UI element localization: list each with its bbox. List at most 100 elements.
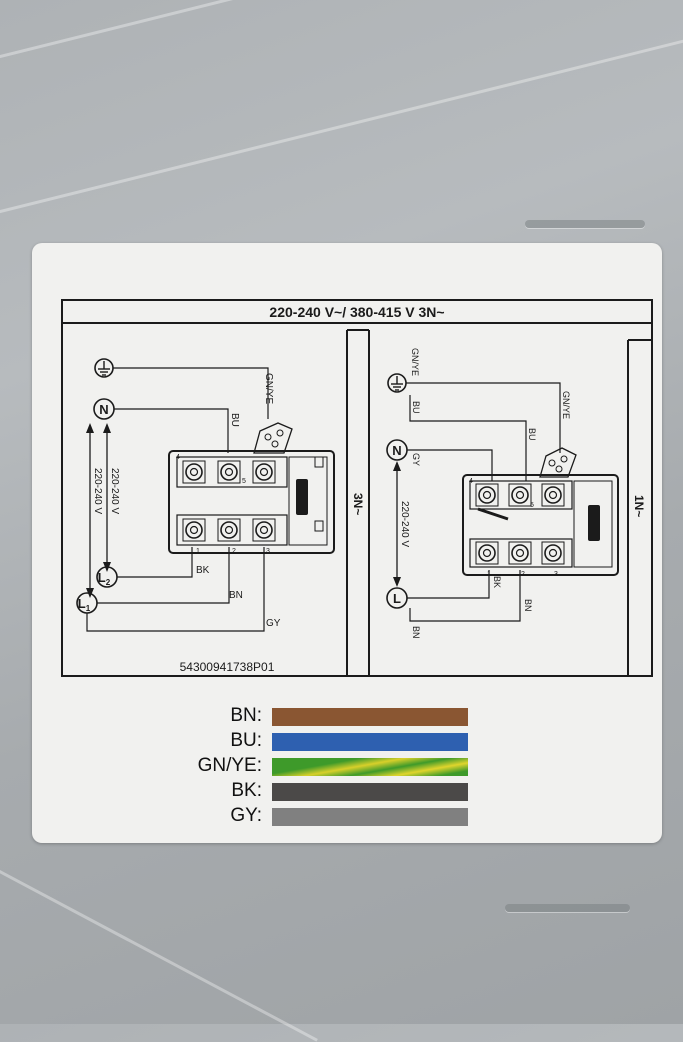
legend-swatch-grey <box>272 808 468 826</box>
right-block-num-3: 3 <box>554 571 558 578</box>
right-wire-bu-left: BU <box>411 401 421 414</box>
earth-icon <box>98 361 110 376</box>
wiring-diagram: 220-240 V~/ 380-415 V 3N~ 3N~ 1N~ GN/YE … <box>61 299 653 677</box>
legend-swatch-green-yellow <box>272 758 468 776</box>
screw-terminal <box>475 541 499 565</box>
left-diagram: GN/YE N BU L2 BK L1 BN GY <box>76 358 335 674</box>
left-screw-terminals <box>182 460 276 542</box>
screw-head-icon <box>544 544 562 562</box>
screw-terminal <box>182 460 206 484</box>
screw-terminal <box>541 483 565 507</box>
legend-code: GN/YE: <box>197 755 262 776</box>
screw-head-icon <box>185 463 203 481</box>
screw-head-icon <box>478 486 496 504</box>
left-l1-terminal: L1 <box>78 596 91 613</box>
legend-row-gnye: GN/YE: <box>32 755 662 777</box>
screw-terminal <box>217 518 241 542</box>
screw-terminal <box>182 518 206 542</box>
panel-crease <box>0 0 683 63</box>
right-wire-bk: BK <box>492 576 502 588</box>
right-block-num-4: 4 <box>469 478 473 485</box>
right-wire-bu: BU <box>527 428 537 441</box>
panel-slot <box>525 220 645 228</box>
legend-row-gy: GY: <box>32 805 662 827</box>
screw-head-icon <box>544 486 562 504</box>
left-block-num-5: 5 <box>242 478 246 485</box>
screw-head-icon <box>511 486 529 504</box>
left-block-num-2: 2 <box>232 548 236 555</box>
left-l2-terminal: L2 <box>98 570 111 587</box>
legend-code: GY: <box>230 805 262 826</box>
screw-center-icon <box>259 467 269 477</box>
legend-swatch-brown <box>272 708 468 726</box>
legend-row-bn: BN: <box>32 705 662 727</box>
right-wire-bn-bottom: BN <box>411 626 421 639</box>
legend-code: BN: <box>230 705 262 726</box>
screw-center-icon <box>189 467 199 477</box>
screw-center-icon <box>548 490 558 500</box>
screw-terminal <box>252 518 276 542</box>
screw-center-icon <box>515 548 525 558</box>
right-screw-terminals <box>475 483 565 565</box>
legend-swatch-blue <box>272 733 468 751</box>
left-voltage-b: 220-240 V <box>92 468 103 514</box>
screw-center-icon <box>482 548 492 558</box>
screw-center-icon <box>224 525 234 535</box>
right-wire-bn: BN <box>523 599 533 612</box>
wiring-label-sticker: 220-240 V~/ 380-415 V 3N~ 3N~ 1N~ GN/YE … <box>32 243 662 843</box>
left-earth-wire-label: GN/YE <box>263 373 274 404</box>
screw-head-icon <box>185 521 203 539</box>
left-wire-bn: BN <box>229 590 243 601</box>
panel-slot <box>505 904 630 912</box>
screw-terminal <box>508 483 532 507</box>
legend-code: BK: <box>231 780 262 801</box>
left-mode-label: 3N~ <box>351 493 365 515</box>
screw-head-icon <box>220 463 238 481</box>
screw-terminal <box>475 483 499 507</box>
earth-icon <box>391 376 403 391</box>
screw-head-icon <box>255 521 273 539</box>
right-diagram: GN/YE GN/YE BU BU N GY 220-240 V <box>386 348 619 639</box>
left-block-num-4: 4 <box>176 454 180 461</box>
screw-center-icon <box>189 525 199 535</box>
right-neutral-terminal: N <box>392 443 401 458</box>
screw-terminal <box>508 541 532 565</box>
header-voltage: 220-240 V~/ 380-415 V 3N~ <box>269 304 444 320</box>
screw-terminal <box>217 460 241 484</box>
left-block-num-3: 3 <box>266 548 270 555</box>
screw-center-icon <box>259 525 269 535</box>
panel-crease <box>0 31 683 218</box>
right-terminal-block <box>462 447 619 576</box>
left-wire-bk: BK <box>196 565 210 576</box>
right-block-num-2: 2 <box>521 571 525 578</box>
legend-code: BU: <box>230 730 262 751</box>
screw-center-icon <box>548 548 558 558</box>
right-earth-wire-side: GN/YE <box>561 391 571 419</box>
screw-center-icon <box>224 467 234 477</box>
screw-head-icon <box>478 544 496 562</box>
left-terminal-block <box>168 422 335 554</box>
left-block-num-1: 1 <box>196 548 200 555</box>
left-voltage-a: 220-240 V <box>109 468 120 514</box>
left-wire-bu: BU <box>229 413 240 427</box>
right-voltage: 220-240 V <box>399 501 410 547</box>
part-number: 54300941738P01 <box>180 660 275 674</box>
screw-center-icon <box>482 490 492 500</box>
right-earth-wire-top: GN/YE <box>410 348 420 376</box>
panel-crease <box>0 870 318 1042</box>
right-wire-gy: GY <box>411 453 421 466</box>
legend-row-bk: BK: <box>32 780 662 802</box>
right-block-num-5: 5 <box>530 502 534 509</box>
right-block-num-1: 1 <box>487 571 491 578</box>
screw-head-icon <box>511 544 529 562</box>
screw-center-icon <box>515 490 525 500</box>
right-line-terminal: L <box>393 591 401 606</box>
screw-terminal <box>541 541 565 565</box>
left-wire-gy: GY <box>266 618 281 629</box>
screw-head-icon <box>255 463 273 481</box>
screw-head-icon <box>220 521 238 539</box>
right-mode-label: 1N~ <box>632 495 646 517</box>
legend-row-bu: BU: <box>32 730 662 752</box>
left-neutral-terminal: N <box>99 402 108 417</box>
legend-swatch-black <box>272 783 468 801</box>
